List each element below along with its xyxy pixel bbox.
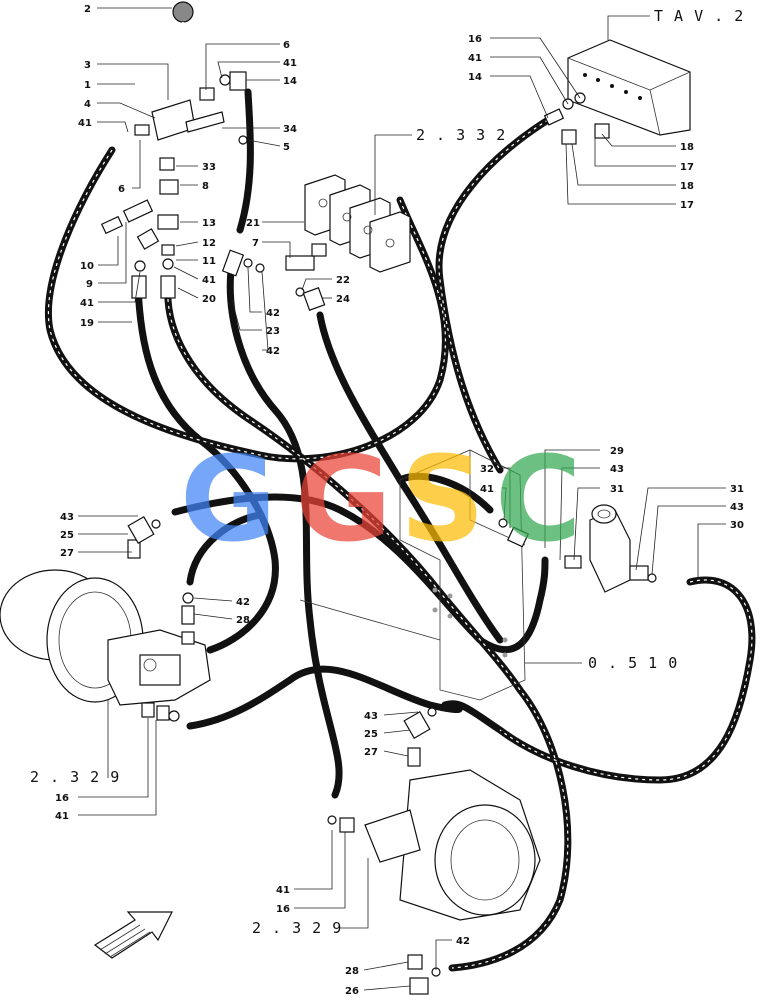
label-10: 10 xyxy=(80,261,94,272)
hose-28a xyxy=(186,511,264,586)
valve-bank xyxy=(221,174,411,311)
label-42: 42 xyxy=(456,936,470,947)
ref-0-510: 0 . 5 1 0 xyxy=(588,654,678,672)
label-26: 26 xyxy=(345,986,359,997)
label-27: 27 xyxy=(60,548,74,559)
label-22: 22 xyxy=(336,275,350,286)
label-32: 32 xyxy=(480,464,494,475)
joystick-lever xyxy=(151,1,248,145)
label-28: 28 xyxy=(236,615,250,626)
label-29: 29 xyxy=(610,446,624,457)
label-25: 25 xyxy=(364,729,378,740)
hose-top-tank xyxy=(435,116,552,474)
label-13: 13 xyxy=(202,218,216,229)
label-6: 6 xyxy=(283,40,290,51)
label-1: 1 xyxy=(84,80,91,91)
label-16: 16 xyxy=(468,34,482,45)
label-20: 20 xyxy=(202,294,216,305)
label-4: 4 xyxy=(84,99,91,110)
hose-valve-14 xyxy=(236,88,254,234)
watermark-letter: C xyxy=(495,430,582,568)
ref-2-329-left: 2 . 3 2 9 xyxy=(30,768,120,786)
label-41: 41 xyxy=(468,53,482,64)
label-3: 3 xyxy=(84,60,91,71)
lever-plate xyxy=(151,99,196,141)
label-27: 27 xyxy=(364,747,378,758)
watermark: G G S C xyxy=(180,430,582,568)
lever-link-34 xyxy=(185,111,225,133)
travel-motor-left xyxy=(0,516,211,722)
cylinder-29 xyxy=(498,504,657,593)
hose-motor-left xyxy=(186,665,463,730)
hose-30 xyxy=(441,576,756,784)
label-43: 43 xyxy=(60,512,74,523)
watermark-letter: G xyxy=(295,430,392,568)
label-24: 24 xyxy=(336,294,350,305)
label-7: 7 xyxy=(252,238,259,249)
label-19: 19 xyxy=(80,318,94,329)
label-25: 25 xyxy=(60,530,74,541)
label-41: 41 xyxy=(480,484,494,495)
label-21: 21 xyxy=(246,218,260,229)
hose-19 xyxy=(134,281,279,654)
label-17: 17 xyxy=(680,200,694,211)
label-14: 14 xyxy=(468,72,482,83)
tank xyxy=(543,39,691,145)
label-23: 23 xyxy=(266,326,280,337)
label-41: 41 xyxy=(202,275,216,286)
label-12: 12 xyxy=(202,238,216,249)
label-43: 43 xyxy=(364,711,378,722)
label-28: 28 xyxy=(345,966,359,977)
label-18: 18 xyxy=(680,181,694,192)
label-42: 42 xyxy=(266,308,280,319)
label-14: 14 xyxy=(283,76,297,87)
label-41: 41 xyxy=(78,118,92,129)
hose-23 xyxy=(226,258,343,799)
lever-knob xyxy=(172,1,194,23)
ref-2-332: 2 . 3 3 2 xyxy=(416,126,506,144)
watermark-letter: G xyxy=(180,430,277,568)
label-41: 41 xyxy=(80,298,94,309)
label-43: 43 xyxy=(610,464,624,475)
label-31: 31 xyxy=(610,484,624,495)
label-31: 31 xyxy=(730,484,744,495)
label-30: 30 xyxy=(730,520,744,531)
ref-2-329-right: 2 . 3 2 9 xyxy=(252,919,342,937)
label-6: 6 xyxy=(118,184,125,195)
label-33: 33 xyxy=(202,162,216,173)
watermark-letter: S xyxy=(400,430,485,568)
hose-29 xyxy=(396,472,494,514)
label-16: 16 xyxy=(55,793,69,804)
label-18: 18 xyxy=(680,142,694,153)
fittings-left xyxy=(100,71,247,299)
label-17: 17 xyxy=(680,162,694,173)
frame-outline xyxy=(299,449,526,701)
hose-highlights xyxy=(47,119,753,969)
label-41: 41 xyxy=(283,58,297,69)
label-41: 41 xyxy=(55,811,69,822)
label-34: 34 xyxy=(283,124,297,135)
label-8: 8 xyxy=(202,181,209,192)
direction-arrow xyxy=(93,911,173,959)
label-42: 42 xyxy=(266,346,280,357)
label-41: 41 xyxy=(276,885,290,896)
label-16: 16 xyxy=(276,904,290,915)
label-5: 5 xyxy=(283,142,290,153)
label-43: 43 xyxy=(730,502,744,513)
label-11: 11 xyxy=(202,256,216,267)
hose-cross-43 xyxy=(171,493,549,653)
label-42: 42 xyxy=(236,597,250,608)
reference-labels: T A V . 2 2 . 3 3 2 0 . 5 1 0 2 . 3 2 9 … xyxy=(30,7,744,937)
ref-tav-2: T A V . 2 xyxy=(654,7,744,25)
travel-motor-right xyxy=(327,707,541,995)
label-2: 2 xyxy=(84,4,91,15)
part-labels: 2 3 1 4 41 6 6 41 14 34 5 33 8 13 12 11 … xyxy=(55,4,744,997)
label-9: 9 xyxy=(86,279,93,290)
leader-lines xyxy=(78,7,726,991)
